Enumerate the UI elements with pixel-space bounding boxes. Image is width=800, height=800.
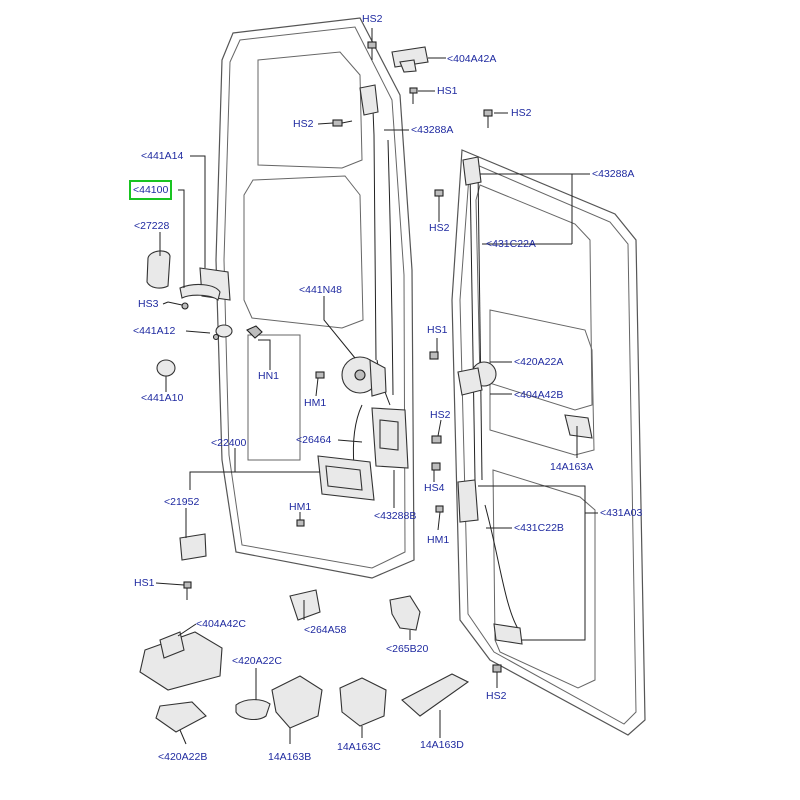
bolt-hs2-bottom	[492, 664, 502, 673]
clip-21952	[179, 533, 207, 561]
handle-441a14	[179, 267, 231, 301]
label-hs1-bottom[interactable]: HS1	[134, 577, 155, 589]
latch-441n48	[341, 356, 387, 397]
label-hs2-top[interactable]: HS2	[362, 13, 383, 25]
plate-420a22b	[155, 701, 207, 733]
latch-right-lower	[457, 479, 479, 523]
hinge-upper-left-door	[359, 84, 379, 116]
bolt-hs1-bottom	[183, 581, 192, 600]
label-hs2-mid[interactable]: HS2	[429, 222, 450, 234]
label-hs1-mid[interactable]: HS1	[427, 324, 448, 336]
cap-441a10	[156, 359, 176, 377]
latch-bottom-right	[493, 623, 523, 645]
label-264a58[interactable]: <264A58	[304, 624, 347, 636]
label-hm1-right[interactable]: HM1	[427, 534, 450, 546]
bumper-14a163b	[271, 675, 323, 729]
nut-hm1-upper	[315, 371, 325, 379]
bolt-hs2-right	[483, 109, 493, 128]
label-44100-highlighted[interactable]: <44100	[128, 180, 173, 200]
label-hs3[interactable]: HS3	[138, 298, 159, 310]
rods	[352, 109, 521, 633]
nut-hn1-left	[246, 325, 263, 339]
label-hs2-lower[interactable]: HS2	[430, 409, 451, 421]
bumper-14a163a	[564, 414, 593, 439]
bumper-14a163c	[339, 677, 387, 727]
label-hs2-right[interactable]: HS2	[511, 107, 532, 119]
label-14a163d[interactable]: 14A163D	[420, 739, 464, 751]
leader-lines	[155, 28, 598, 745]
bumper-14a163d	[401, 673, 470, 717]
label-441n48[interactable]: <441N48	[299, 284, 342, 296]
label-265b20[interactable]: <265B20	[386, 643, 429, 655]
label-hs2-bottom[interactable]: HS2	[486, 690, 507, 702]
label-431c22a[interactable]: <431C22A	[486, 238, 536, 250]
label-43288a-right[interactable]: <43288A	[592, 168, 635, 180]
label-27228[interactable]: <27228	[134, 220, 170, 232]
bolt-hs4	[431, 462, 441, 471]
bushing-441a12	[212, 324, 233, 341]
left-door-panel	[215, 17, 415, 579]
screw-hs3	[167, 301, 189, 310]
label-hs2-left[interactable]: HS2	[293, 118, 314, 130]
label-420a22c[interactable]: <420A22C	[232, 655, 282, 667]
label-14a163c[interactable]: 14A163C	[337, 741, 381, 753]
handle-22400	[317, 455, 375, 501]
bumper-264a58	[289, 589, 321, 621]
label-hm1-lower[interactable]: HM1	[289, 501, 312, 513]
label-404a42a[interactable]: <404A42A	[447, 53, 497, 65]
label-14a163b[interactable]: 14A163B	[268, 751, 312, 763]
label-420a22a[interactable]: <420A22A	[514, 356, 564, 368]
label-404a42c[interactable]: <404A42C	[196, 618, 246, 630]
label-43288a-left[interactable]: <43288A	[411, 124, 454, 136]
bolt-hs1-top	[409, 87, 418, 104]
label-431a03[interactable]: <431A03	[600, 507, 643, 519]
label-hn1-left[interactable]: HN1	[258, 370, 280, 382]
bolt-hs1-mid	[429, 351, 439, 360]
label-hs4[interactable]: HS4	[424, 482, 445, 494]
cover-27228	[146, 250, 171, 289]
label-22400[interactable]: <22400	[211, 437, 247, 449]
label-404a42b[interactable]: <404A42B	[514, 389, 564, 401]
label-43288b[interactable]: <43288B	[374, 510, 417, 522]
lock-assembly	[371, 407, 409, 469]
label-441a10[interactable]: <441A10	[141, 392, 184, 404]
bolt-hs2-lower	[431, 435, 442, 444]
hinge-right-door-top	[462, 156, 482, 186]
bracket-265b20	[389, 595, 421, 631]
label-26464[interactable]: <26464	[296, 434, 332, 446]
label-431c22b[interactable]: <431C22B	[514, 522, 564, 534]
nut-hm1-lower	[296, 519, 305, 527]
bolt-hs2-mid	[434, 189, 444, 208]
hinge-420a22a	[457, 361, 497, 396]
bracket-404a42c	[139, 631, 223, 691]
label-21952[interactable]: <21952	[164, 496, 200, 508]
nut-hm1-right	[435, 505, 444, 513]
label-441a14[interactable]: <441A14	[141, 150, 184, 162]
hinge-404a42a	[391, 46, 429, 73]
label-hs1-top[interactable]: HS1	[437, 85, 458, 97]
label-14a163a[interactable]: 14A163A	[550, 461, 594, 473]
label-420a22b[interactable]: <420A22B	[158, 751, 208, 763]
label-hm1-upper[interactable]: HM1	[304, 397, 327, 409]
plate-420a22c	[235, 699, 271, 721]
right-door-panel	[451, 149, 646, 736]
label-441a12[interactable]: <441A12	[133, 325, 176, 337]
